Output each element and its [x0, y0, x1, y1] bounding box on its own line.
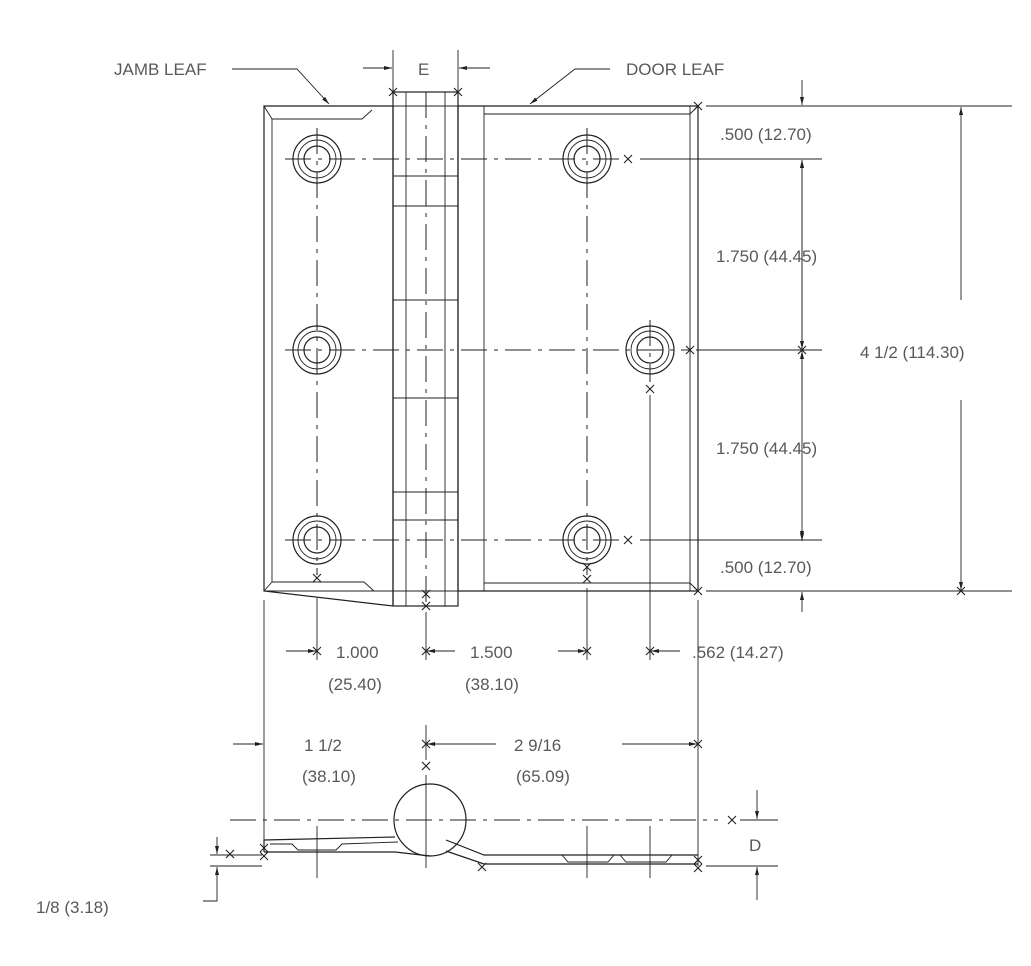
vertical-dimension-lines: [640, 80, 1012, 612]
door-leaf-leader: [529, 68, 610, 105]
middle-hole-offset-label: .562 (14.27): [692, 643, 784, 662]
thickness-dimension: [203, 837, 262, 902]
hinge-side-view: [225, 775, 737, 878]
door-width-label: 2 9/16: [514, 736, 561, 755]
width-dimensions: [233, 600, 703, 852]
bottom-margin-label: .500 (12.70): [720, 558, 812, 577]
e-label: E: [418, 60, 429, 79]
door-width-mm-label: (65.09): [516, 767, 570, 786]
jamb-leaf-leader: [232, 68, 330, 105]
center-lines: [285, 92, 690, 606]
jamb-width-mm-label: (38.10): [302, 767, 356, 786]
hole-spacing-lower-label: 1.750 (44.45): [716, 439, 817, 458]
overall-height-label: 4 1/2 (114.30): [860, 343, 965, 362]
leaf-thickness-label: 1/8 (3.18): [36, 898, 109, 917]
jamb-leaf-label: JAMB LEAF: [114, 60, 207, 79]
hole-offset-dimensions: [286, 395, 680, 660]
door-hole-offset-mm-label: (38.10): [465, 675, 519, 694]
hinge-front-view: [263, 87, 703, 611]
e-dimension: [363, 50, 490, 96]
d-label: D: [749, 836, 761, 855]
hole-spacing-upper-label: 1.750 (44.45): [716, 247, 817, 266]
door-leaf-label: DOOR LEAF: [626, 60, 724, 79]
jamb-hole-offset-label: 1.000: [336, 643, 379, 662]
jamb-width-label: 1 1/2: [304, 736, 342, 755]
door-hole-offset-label: 1.500: [470, 643, 513, 662]
jamb-hole-offset-mm-label: (25.40): [328, 675, 382, 694]
d-dimension: [706, 790, 778, 900]
top-margin-label: .500 (12.70): [720, 125, 812, 144]
